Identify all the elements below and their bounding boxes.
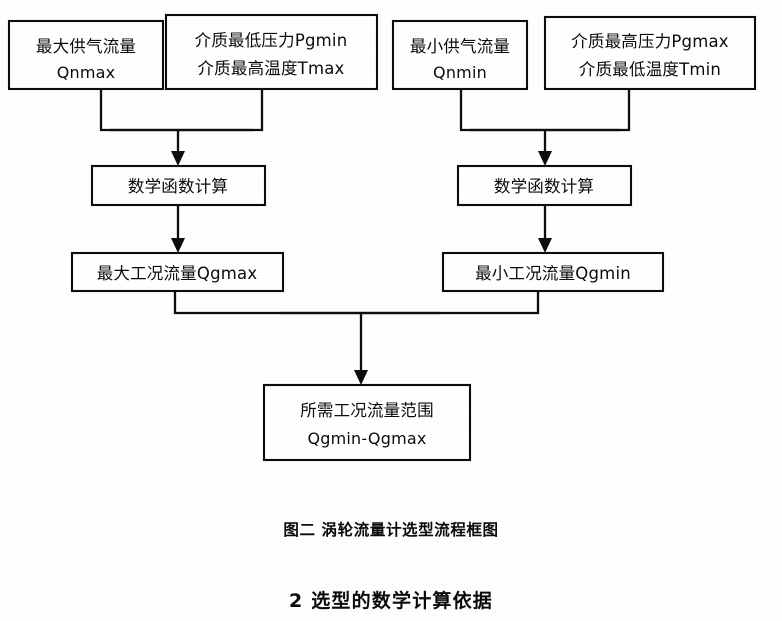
node-calc-right-box[interactable] bbox=[456, 164, 633, 207]
node-qnmin-line2: Qnmin bbox=[433, 63, 487, 82]
node-qnmax-box[interactable] bbox=[7, 19, 165, 91]
node-qgmin[interactable]: 最小工况流量Qgmin bbox=[441, 251, 665, 293]
node-required-range-line1: 所需工况流量范围 bbox=[300, 401, 434, 420]
connector-qgmax-to-range bbox=[173, 291, 440, 315]
node-qnmin[interactable]: 最小供气流量 Qnmin bbox=[391, 19, 529, 91]
node-pgmin-tmax[interactable]: 介质最低压力Pgmin 介质最高温度Tmax bbox=[164, 13, 379, 91]
section-heading: 2 选型的数学计算依据 bbox=[289, 589, 493, 612]
node-pgmin-tmax-line2: 介质最高温度Tmax bbox=[197, 59, 344, 78]
connector-pgmaxtmin-to-calcright bbox=[470, 89, 631, 132]
node-qnmax-line2: Qnmax bbox=[57, 63, 116, 82]
arrowhead-range bbox=[354, 370, 368, 385]
node-pgmax-tmin[interactable]: 介质最高压力Pgmax 介质最低温度Tmin bbox=[543, 15, 757, 91]
connector-qgmin-to-range bbox=[280, 291, 540, 315]
connector-group-right-merge bbox=[459, 89, 631, 166]
node-required-range[interactable]: 所需工况流量范围 Qgmin-Qgmax bbox=[262, 383, 472, 462]
node-calc-left-box[interactable] bbox=[90, 164, 267, 207]
figure-caption: 图二 涡轮流量计选型流程框图 bbox=[283, 520, 498, 539]
node-qgmin-box[interactable] bbox=[441, 251, 665, 293]
node-pgmax-tmin-line2: 介质最低温度Tmin bbox=[579, 60, 721, 79]
node-qnmin-line1: 最小供气流量 bbox=[410, 37, 510, 56]
node-pgmax-tmin-line1: 介质最高压力Pgmax bbox=[571, 32, 729, 51]
arrowhead-calcright bbox=[538, 151, 552, 166]
node-required-range-line2: Qgmin-Qgmax bbox=[307, 429, 426, 448]
node-qnmax[interactable]: 最大供气流量 Qnmax bbox=[7, 19, 165, 91]
node-pgmin-tmax-box[interactable] bbox=[164, 13, 379, 91]
node-qgmax-label: 最大工况流量Qgmax bbox=[97, 264, 258, 283]
node-qgmin-label: 最小工况流量Qgmin bbox=[475, 264, 631, 283]
node-qgmax[interactable]: 最大工况流量Qgmax bbox=[70, 251, 285, 293]
node-pgmin-tmax-line1: 介质最低压力Pgmin bbox=[195, 31, 348, 50]
node-qnmin-box[interactable] bbox=[391, 19, 529, 91]
node-qgmax-box[interactable] bbox=[70, 251, 285, 293]
connector-group-left-merge bbox=[99, 89, 264, 166]
connector-qnmin-to-calcright bbox=[459, 89, 620, 132]
node-pgmax-tmin-box[interactable] bbox=[543, 15, 757, 91]
node-required-range-box[interactable] bbox=[262, 383, 472, 462]
connector-pgmintmax-to-calcleft bbox=[110, 89, 264, 132]
node-calc-right[interactable]: 数学函数计算 bbox=[456, 164, 633, 207]
node-qnmax-line1: 最大供气流量 bbox=[36, 37, 136, 56]
node-calc-left[interactable]: 数学函数计算 bbox=[90, 164, 267, 207]
connector-qnmax-to-calcleft bbox=[99, 89, 253, 132]
connector-group-calc-to-result bbox=[171, 205, 552, 253]
arrowhead-qgmin bbox=[538, 238, 552, 253]
node-calc-left-label: 数学函数计算 bbox=[128, 177, 228, 196]
arrowhead-calcleft bbox=[171, 151, 185, 166]
arrowhead-qgmax bbox=[171, 238, 185, 253]
node-calc-right-label: 数学函数计算 bbox=[494, 177, 594, 196]
connector-group-final-merge bbox=[173, 291, 540, 385]
